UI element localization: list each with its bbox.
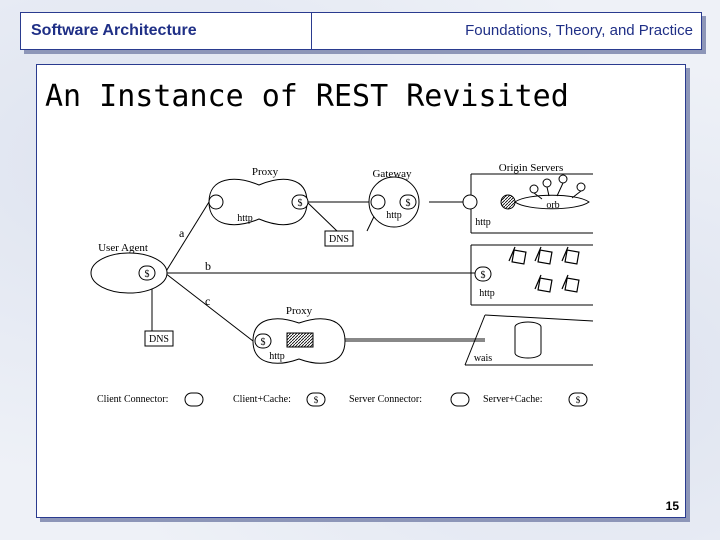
gateway-http: http xyxy=(386,210,402,221)
cache-symbol: $ xyxy=(481,270,486,281)
link-a-label: a xyxy=(179,226,185,240)
legend: Client Connector: Client+Cache: $ Server… xyxy=(97,392,588,407)
wais-server: wais xyxy=(464,314,594,366)
cache-symbol: $ xyxy=(261,337,266,348)
origin-servers-label: Origin Servers xyxy=(499,162,563,174)
link-b-label: b xyxy=(205,259,211,273)
book-subtitle: Foundations, Theory, and Practice xyxy=(465,22,693,39)
cache-symbol: $ xyxy=(298,198,303,209)
cache-symbol: $ xyxy=(576,395,581,405)
legend-server-connector: Server Connector: xyxy=(349,394,422,405)
cache-symbol: $ xyxy=(406,198,411,209)
dns-mid-label: DNS xyxy=(329,234,349,245)
page-number: 15 xyxy=(665,499,679,513)
dns-left: DNS xyxy=(144,330,174,347)
legend-server-cache: Server+Cache: xyxy=(483,394,543,405)
slide-header: Software Architecture Foundations, Theor… xyxy=(20,12,702,50)
orb-label: orb xyxy=(546,200,559,211)
slide-title: An Instance of REST Revisited xyxy=(45,79,569,114)
link-proxy-dns xyxy=(306,201,338,232)
proxy-bottom-label: Proxy xyxy=(286,305,313,317)
link-c-label: c xyxy=(205,294,210,308)
dns-left-label: DNS xyxy=(149,334,169,345)
gateway-label: Gateway xyxy=(372,168,412,180)
cache-symbol: $ xyxy=(314,395,319,405)
dns-mid: DNS xyxy=(324,230,354,247)
user-agent-label: User Agent xyxy=(98,242,148,254)
legend-client-connector: Client Connector: xyxy=(97,394,168,405)
proxy-top: Proxy $ http xyxy=(208,166,309,226)
user-agent: User Agent $ xyxy=(90,242,168,294)
link-c xyxy=(164,272,254,342)
link-a xyxy=(164,201,210,274)
origin-http-2: http xyxy=(479,288,495,299)
course-title: Software Architecture xyxy=(31,22,197,39)
wais-label: wais xyxy=(474,353,492,364)
slide-body: An Instance of REST Revisited xyxy=(36,64,686,518)
proxy-top-label: Proxy xyxy=(252,166,279,178)
origin-http-1: http xyxy=(475,217,491,228)
header-divider xyxy=(311,12,312,50)
cache-symbol: $ xyxy=(145,269,150,280)
legend-client-cache: Client+Cache: xyxy=(233,394,291,405)
proxy-top-http: http xyxy=(237,213,253,224)
proxy-bottom: Proxy $ http xyxy=(252,305,346,364)
proxy-bottom-http: http xyxy=(269,351,285,362)
gateway: Gateway $ http xyxy=(368,168,420,228)
rest-diagram: Proxy $ http Gateway $ http DNS Origin S… xyxy=(90,162,594,407)
origin-servers: Origin Servers http orb xyxy=(462,162,593,306)
